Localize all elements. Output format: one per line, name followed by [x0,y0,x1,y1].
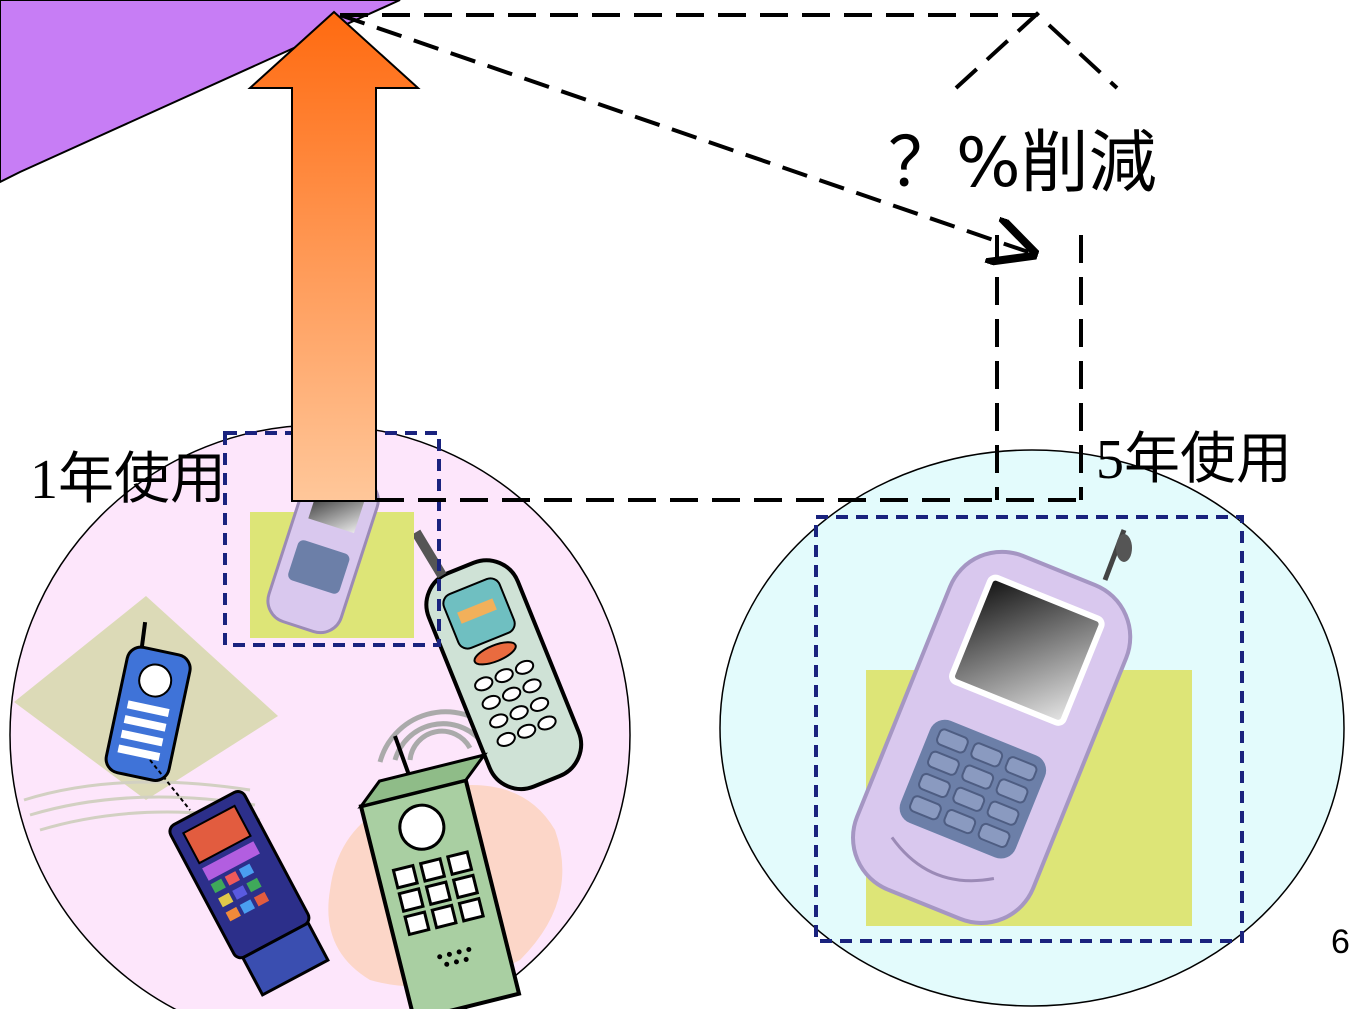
one-year-text: 年使用 [58,447,226,512]
dashed-arrowhead [954,11,1119,90]
one-year-number: 1 [30,449,58,511]
top-banner-shape [0,0,401,184]
orange-up-arrow [247,10,421,502]
large-phone-clipart [851,529,1192,926]
five-year-usage-label: 5年使用 [1096,429,1292,491]
one-year-usage-label: 1年使用 [30,449,226,511]
phone-cluster-clipart [14,529,584,1009]
page-number: 6 [1331,923,1350,961]
diagonal-dashed-arrow [339,13,1034,254]
five-year-number: 5 [1096,429,1124,491]
five-year-text: 年使用 [1124,427,1292,492]
large-dashed-frame [814,515,1244,943]
reduction-label: ？%削減 [888,124,1157,203]
